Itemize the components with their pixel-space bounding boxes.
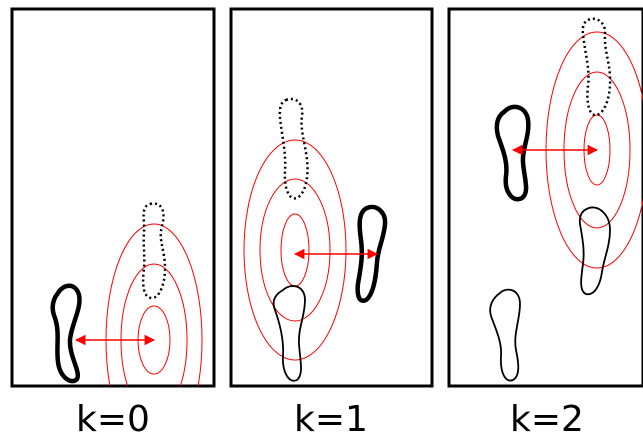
- panel-contents: [243, 97, 388, 382]
- panel-frame: [10, 7, 216, 388]
- contour-ellipses: [243, 139, 347, 361]
- footprint-previous: [272, 285, 306, 382]
- footprint-current: [355, 204, 388, 303]
- footprint-dotted: [278, 97, 309, 200]
- panel-contents: [489, 17, 643, 382]
- panel-label-k1: k=1: [294, 399, 368, 440]
- footprint-dotted: [581, 17, 612, 117]
- footprint-older: [489, 288, 521, 382]
- panel-k2: [447, 7, 643, 388]
- panel-label-k2: k=2: [510, 399, 584, 440]
- panel-k0: [10, 7, 216, 388]
- panel-frame: [229, 7, 434, 388]
- panel-frame: [447, 7, 643, 388]
- footprint-current: [494, 104, 531, 202]
- footprint-previous: [578, 206, 611, 296]
- footprint-current: [50, 283, 82, 384]
- panel-k1: [229, 7, 434, 388]
- panel-contents: [50, 202, 203, 386]
- panel-label-k0: k=0: [76, 399, 150, 440]
- footprint-dotted: [141, 202, 167, 300]
